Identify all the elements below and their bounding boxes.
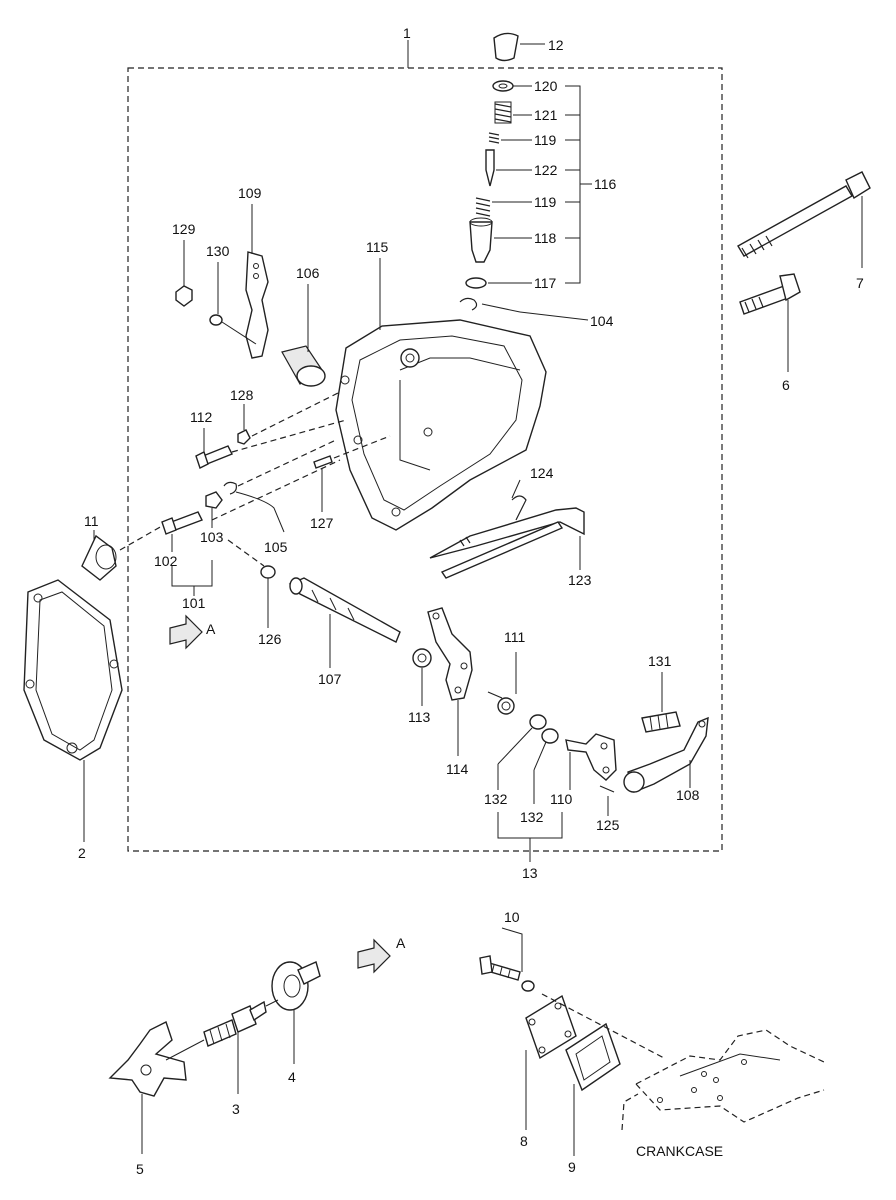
label-111: 111	[504, 629, 525, 645]
part-102-bolt	[161, 511, 203, 552]
label-126: 126	[258, 631, 282, 647]
label-3: 3	[232, 1101, 240, 1117]
part-119-lower-spring	[475, 197, 491, 217]
part-119-upper-spring	[488, 132, 500, 144]
part-106-sleeve	[281, 284, 326, 387]
part-9-gasket	[565, 1022, 621, 1156]
view-arrow-a-upper	[169, 614, 203, 650]
part-122-pin	[485, 149, 495, 187]
label-121: 121	[534, 107, 558, 123]
label-122: 122	[534, 162, 558, 178]
label-7: 7	[856, 275, 864, 291]
label-11: 11	[84, 513, 99, 529]
label-109: 109	[238, 185, 262, 201]
part-115-housing	[335, 258, 547, 531]
part-121-spring	[494, 101, 512, 124]
part-108-arm	[623, 716, 709, 793]
part-118-plunger	[469, 217, 493, 263]
label-105: 105	[264, 539, 288, 555]
label-1: 1	[403, 25, 411, 41]
part-113-washer	[412, 648, 432, 706]
label-131: 131	[648, 653, 672, 669]
part-7-long-bolt	[737, 171, 871, 268]
part-130-washer	[209, 262, 257, 345]
label-117: 117	[534, 275, 557, 291]
label-124: 124	[530, 465, 554, 481]
label-103: 103	[200, 529, 224, 545]
part-8-plate	[525, 994, 577, 1130]
part-125-pin	[599, 785, 615, 816]
label-113: 113	[408, 709, 431, 725]
part-11-cap	[81, 525, 163, 581]
label-132-left: 132	[484, 791, 508, 807]
part-105-clip	[223, 439, 337, 533]
crankcase-outline	[621, 1029, 825, 1131]
label-108: 108	[676, 787, 700, 803]
part-110-lever	[565, 733, 617, 790]
label-101: 101	[182, 595, 206, 611]
label-119-upper: 119	[534, 132, 557, 148]
part-12-cap	[493, 32, 545, 62]
part-111-spring	[487, 652, 517, 715]
label-6: 6	[782, 377, 790, 393]
label-110: 110	[550, 791, 573, 807]
label-106: 106	[296, 265, 320, 281]
label-130: 130	[206, 243, 230, 259]
assembly-boundary	[127, 67, 723, 852]
part-3-bolt	[165, 1000, 267, 1094]
label-125: 125	[596, 817, 620, 833]
label-118: 118	[534, 230, 557, 246]
label-10: 10	[504, 909, 520, 925]
label-129: 129	[172, 221, 196, 237]
label-2: 2	[78, 845, 86, 861]
part-120-washer	[492, 80, 514, 92]
part-126-o-ring	[260, 565, 276, 628]
view-mark-a-upper: A	[206, 621, 216, 637]
label-8: 8	[520, 1133, 528, 1149]
part-2-gasket	[23, 579, 123, 842]
part-128-nut	[237, 391, 341, 445]
part-6-short-bolt	[739, 273, 801, 372]
part-5-hub	[108, 1021, 187, 1154]
part-4-flange	[265, 961, 321, 1064]
part-129-nut	[175, 240, 193, 307]
crankcase-label: CRANKCASE	[636, 1143, 723, 1159]
part-124-clip	[511, 479, 527, 521]
label-123: 123	[568, 572, 592, 588]
label-116: 116	[594, 176, 617, 192]
label-115: 115	[366, 239, 389, 255]
part-107-shaft	[288, 577, 401, 668]
part-132-bushing-b	[533, 728, 559, 804]
part-131-spring	[641, 672, 681, 733]
part-10-bolt	[479, 927, 535, 992]
label-128: 128	[230, 387, 254, 403]
label-104: 104	[590, 313, 614, 329]
part-117-seat	[465, 277, 487, 289]
part-109-bracket	[245, 204, 269, 359]
label-107: 107	[318, 671, 342, 687]
label-12: 12	[548, 37, 564, 53]
label-127: 127	[310, 515, 334, 531]
part-104-clip	[459, 297, 478, 311]
view-mark-a-lower: A	[396, 935, 406, 951]
part-127-pin	[313, 435, 391, 512]
label-5: 5	[136, 1161, 144, 1177]
label-102: 102	[154, 553, 178, 569]
label-132-right: 132	[520, 809, 544, 825]
label-114: 114	[446, 761, 469, 777]
part-132-bushing-a	[497, 714, 547, 790]
part-114-lever	[427, 607, 473, 756]
label-4: 4	[288, 1069, 296, 1085]
label-119-lower: 119	[534, 194, 557, 210]
label-120: 120	[534, 78, 558, 94]
part-112-bolt	[195, 419, 347, 469]
part-103-nut	[205, 491, 223, 528]
part-123-link-rod	[429, 507, 585, 579]
view-arrow-a-lower	[357, 938, 391, 974]
label-13: 13	[522, 865, 538, 881]
label-112: 112	[190, 409, 213, 425]
callout-labels: 1 12 120 121 119 122 116 119 118 117 104…	[78, 25, 864, 1177]
label-9: 9	[568, 1159, 576, 1175]
